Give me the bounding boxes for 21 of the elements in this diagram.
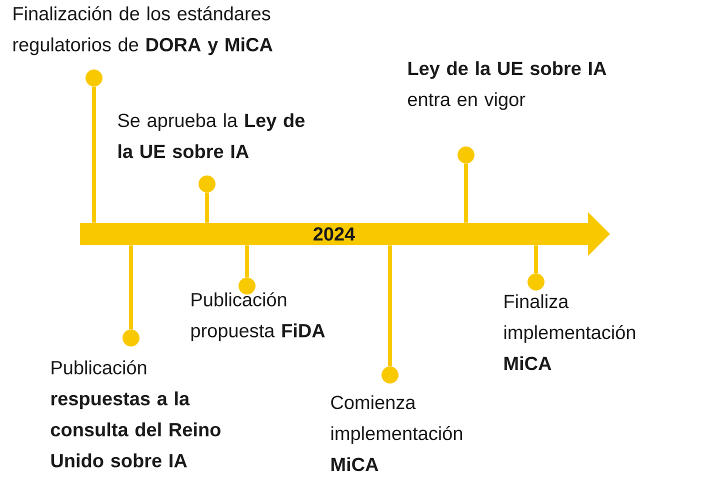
event-label: Se aprueba la Ley de la UE sobre IA (118, 113, 305, 158)
stem-line (205, 192, 209, 223)
timeline-dot (458, 146, 474, 164)
event-label: Publicación propuesta FiDA (191, 292, 325, 342)
event-label: Finalización de los estándares regulatorios de DORA y MiCA (13, 6, 272, 56)
timeline-dot (382, 366, 398, 384)
event-label: Publicación respuestas a la consulta del Reino Unido sobre IA (50, 360, 220, 468)
stem-line (129, 245, 133, 330)
stem-line (245, 245, 249, 278)
event-label: Comienza implementación MiCA (331, 395, 462, 472)
timeline-dot (198, 176, 216, 192)
timeline-bar: 2024 (80, 212, 610, 256)
stem-line (388, 245, 392, 366)
timeline-dot (122, 330, 140, 346)
event-label: Ley de la UE sobre IA entra en vigor (408, 61, 606, 110)
timeline-dot (86, 70, 102, 86)
timeline-dot (528, 274, 544, 290)
event-label: Finaliza implementación MiCA (504, 294, 635, 370)
stem-line (464, 164, 468, 223)
stem-line (534, 245, 538, 274)
stem-line (92, 86, 96, 223)
